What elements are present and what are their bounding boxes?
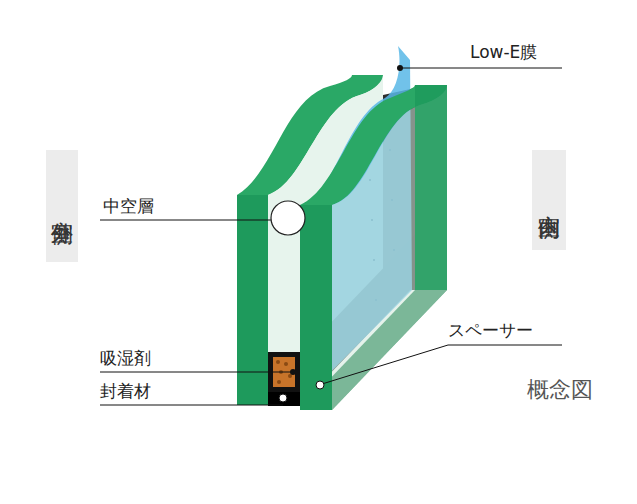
part-label: 封着材 [100, 381, 151, 401]
outer-pane-edge [237, 195, 268, 405]
grain [276, 360, 280, 364]
leader-line [400, 68, 562, 69]
leader-lines [100, 68, 562, 405]
leader-line [322, 345, 562, 384]
leader-line [100, 405, 283, 406]
leader-line [100, 372, 292, 373]
side-label: 室外側 [47, 203, 77, 209]
part-label: スペーサー [448, 320, 533, 340]
sealant [268, 392, 300, 406]
leader-dot [397, 65, 403, 71]
part-label: 中空層 [103, 196, 154, 216]
grain [288, 374, 292, 378]
inner-pane-edge [300, 205, 332, 410]
part-label: Low-E膜 [470, 42, 537, 62]
leader-line [100, 220, 272, 221]
callout-circle [271, 201, 305, 235]
leader-dot [316, 381, 324, 389]
side-band: 室外側 [46, 150, 78, 262]
side-band: 室内側 [532, 150, 566, 250]
part-label: 概念図 [527, 380, 593, 400]
inner-pane-back-edge [415, 85, 447, 290]
grain [284, 362, 288, 366]
leader-dot [279, 394, 287, 402]
leader-dot [290, 369, 296, 375]
part-label: 吸湿剤 [100, 348, 151, 368]
inner-pane-face [332, 85, 447, 410]
grain [277, 380, 281, 384]
side-label: 室内側 [534, 197, 564, 203]
